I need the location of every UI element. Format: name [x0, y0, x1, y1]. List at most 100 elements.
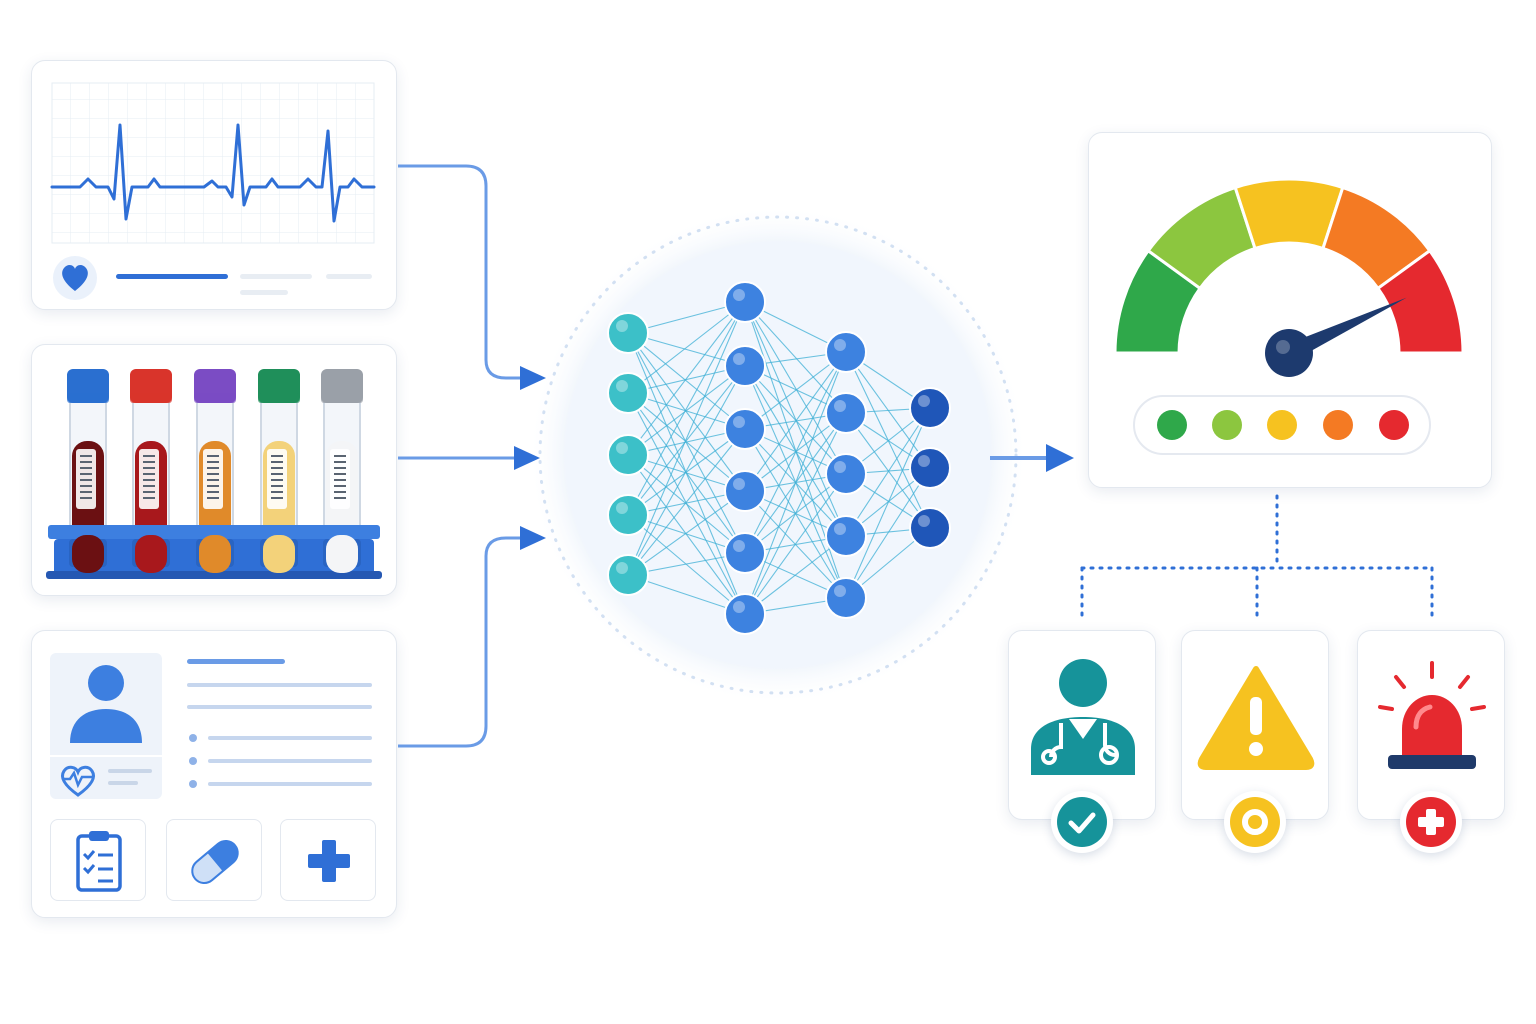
network-node: [909, 387, 951, 429]
record-line: [187, 683, 372, 687]
outcome-clinician-card: [1008, 630, 1156, 853]
network-node: [825, 331, 867, 373]
ecg-waveform: [50, 123, 376, 223]
network-edge: [627, 301, 746, 394]
ecg-card: [31, 60, 397, 310]
arrowhead: [1046, 444, 1074, 472]
ecg-placeholder-line: [326, 274, 372, 279]
network-node: [825, 515, 867, 557]
plus-icon: [308, 840, 350, 882]
network-edge: [845, 407, 931, 537]
heart-pulse-icon: [61, 765, 95, 797]
risk-dot: [1267, 410, 1297, 440]
ecg-placeholder-line: [240, 274, 312, 279]
network-node: [909, 447, 951, 489]
network-node: [607, 434, 649, 476]
network-edge: [744, 535, 847, 615]
network-node: [607, 494, 649, 536]
outcome-badge: [1400, 791, 1462, 853]
arrowhead: [520, 366, 546, 390]
network-edge: [627, 301, 746, 516]
network-edge: [744, 351, 847, 492]
risk-dot: [1212, 410, 1242, 440]
network-edge: [627, 301, 746, 456]
clinician-icon: [1031, 659, 1135, 775]
network-edge: [627, 332, 746, 492]
circle-icon: [1230, 797, 1280, 847]
pill-icon: [191, 840, 239, 884]
risk-gauge: [1113, 177, 1465, 377]
network-edge: [744, 351, 847, 430]
network-node: [825, 453, 867, 495]
network-edge: [627, 332, 746, 430]
network-dotted-ring: [538, 215, 1018, 695]
ecg-connector: [398, 164, 522, 380]
outcome-badge: [1051, 791, 1113, 853]
gauge-hub: [1265, 329, 1313, 377]
outcome-alarm-card: [1357, 630, 1505, 853]
risk-dot: [1323, 410, 1353, 440]
clipboard-tile: [50, 819, 146, 901]
network-edge: [627, 428, 746, 516]
gauge-needle: [1285, 297, 1407, 362]
alarm-light-icon: [1378, 661, 1486, 769]
network-edge: [627, 365, 746, 516]
risk-dot: [1157, 410, 1187, 440]
network-node: [724, 470, 766, 512]
risk-gauge-card: [1088, 132, 1492, 488]
ecg-placeholder-line: [240, 290, 288, 295]
patient-record-card: [31, 630, 397, 918]
record-connector: [398, 536, 522, 748]
network-edge: [627, 490, 746, 576]
blood-tubes-graphic: [46, 369, 382, 579]
heart-icon: [53, 256, 97, 300]
gauge-zone: [1375, 248, 1465, 355]
patient-record-graphic: [50, 653, 372, 799]
network-edge: [627, 454, 746, 554]
network-edge: [845, 467, 931, 599]
risk-dot: [1379, 410, 1409, 440]
network-edge: [627, 301, 746, 576]
medical-cross-tile: [280, 819, 376, 901]
network-node: [724, 593, 766, 635]
network-edge: [744, 351, 847, 554]
record-title-line: [187, 659, 285, 664]
network-edge: [744, 365, 847, 475]
network-node: [724, 281, 766, 323]
network-nodes: [607, 281, 951, 635]
blood-tube: [194, 369, 236, 576]
network-node: [825, 577, 867, 619]
network-edge: [744, 473, 847, 615]
network-edge: [627, 332, 746, 554]
arrowhead: [514, 446, 540, 470]
warning-icon: [1197, 666, 1315, 770]
lab-tubes-card: [31, 344, 397, 596]
plus-icon: [1406, 797, 1456, 847]
person-icon: [70, 665, 142, 743]
outcome-warning-card: [1181, 630, 1329, 853]
ecg-graphic: [50, 82, 376, 300]
ecg-progress-bar: [116, 274, 228, 279]
network-node: [724, 532, 766, 574]
ecg-grid: [51, 82, 375, 244]
network-node: [825, 392, 867, 434]
outcome-badge: [1224, 791, 1286, 853]
network-node: [724, 345, 766, 387]
arrowhead: [520, 526, 546, 550]
risk-level-indicator: [1133, 395, 1431, 455]
network-edge: [845, 407, 931, 599]
network-edge: [627, 365, 746, 456]
network-edge: [744, 351, 847, 615]
clipboard-checklist-icon: [76, 831, 122, 892]
network-node: [607, 312, 649, 354]
network-node: [607, 554, 649, 596]
network-node: [607, 372, 649, 414]
medication-tile: [166, 819, 262, 901]
tube-rack: [46, 525, 382, 579]
network-node: [724, 408, 766, 450]
network-edge: [627, 428, 746, 576]
network-node: [909, 507, 951, 549]
check-icon: [1057, 797, 1107, 847]
network-edge: [744, 412, 847, 615]
